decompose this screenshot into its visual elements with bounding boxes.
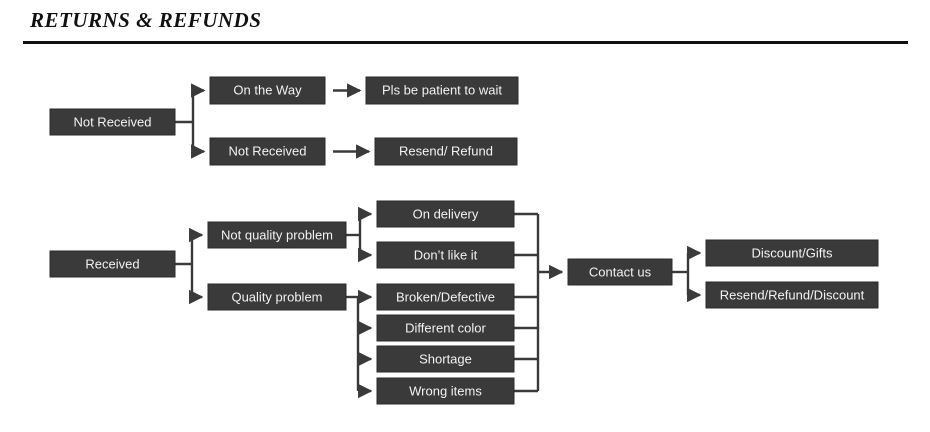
node-box	[376, 200, 515, 228]
node-on-delivery[interactable]: On delivery	[376, 200, 515, 228]
node-box	[376, 345, 515, 373]
edge-group-quality	[346, 289, 373, 399]
node-box	[374, 137, 518, 166]
node-dont-like-it[interactable]: Don’t like it	[376, 241, 515, 269]
node-contact-us[interactable]: Contact us	[567, 258, 673, 286]
node-received-root[interactable]: Received	[49, 250, 176, 278]
node-discount-gifts[interactable]: Discount/Gifts	[705, 239, 879, 267]
node-box	[207, 283, 347, 311]
node-label: Broken/Defective	[396, 289, 495, 304]
node-not-quality-problem[interactable]: Not quality problem	[207, 221, 347, 249]
edge-group-outcomes	[672, 245, 702, 303]
node-wrong-items[interactable]: Wrong items	[376, 377, 515, 405]
node-label: Resend/ Refund	[399, 143, 493, 158]
node-shortage[interactable]: Shortage	[376, 345, 515, 373]
edge-group-contact-collector	[514, 212, 564, 393]
node-box	[207, 221, 347, 249]
node-different-color[interactable]: Different color	[376, 314, 515, 342]
edge-group-received	[175, 227, 204, 305]
node-box	[376, 377, 515, 405]
node-box	[376, 241, 515, 269]
node-label: Pls be patient to wait	[382, 82, 502, 97]
node-label: Discount/Gifts	[752, 245, 833, 260]
node-box	[49, 108, 176, 136]
node-box	[209, 76, 326, 105]
node-label: Wrong items	[409, 383, 482, 398]
node-label: Resend/Refund/Discount	[720, 287, 865, 302]
title-divider	[23, 41, 908, 44]
node-box	[376, 283, 515, 311]
node-label: Contact us	[589, 264, 652, 279]
node-resend-refund[interactable]: Resend/ Refund	[374, 137, 518, 166]
node-pls-be-patient-to-wait[interactable]: Pls be patient to wait	[365, 76, 519, 105]
node-box	[376, 314, 515, 342]
node-on-the-way[interactable]: On the Way	[209, 76, 326, 105]
edge-group-not-received	[175, 83, 371, 159]
node-label: On the Way	[233, 82, 302, 97]
node-not-received-child[interactable]: Not Received	[209, 137, 326, 166]
node-label: Shortage	[419, 351, 472, 366]
node-resend-refund-discount[interactable]: Resend/Refund/Discount	[705, 281, 879, 309]
node-box	[567, 258, 673, 286]
node-box	[705, 281, 879, 309]
node-label: Don’t like it	[414, 247, 478, 262]
node-label: Received	[85, 256, 139, 271]
node-broken-defective[interactable]: Broken/Defective	[376, 283, 515, 311]
node-box	[365, 76, 519, 105]
node-label: Not Received	[228, 143, 306, 158]
node-label: Not quality problem	[221, 227, 333, 242]
node-not-received-root[interactable]: Not Received	[49, 108, 176, 136]
page-title: RETURNS & REFUNDS	[30, 8, 262, 32]
node-label: Quality problem	[231, 289, 322, 304]
node-box	[209, 137, 326, 166]
node-quality-problem[interactable]: Quality problem	[207, 283, 347, 311]
node-box	[49, 250, 176, 278]
node-box	[705, 239, 879, 267]
node-label: Not Received	[73, 114, 151, 129]
node-label: On delivery	[413, 206, 479, 221]
edge-group-not-quality	[346, 206, 373, 263]
node-label: Different color	[405, 320, 486, 335]
